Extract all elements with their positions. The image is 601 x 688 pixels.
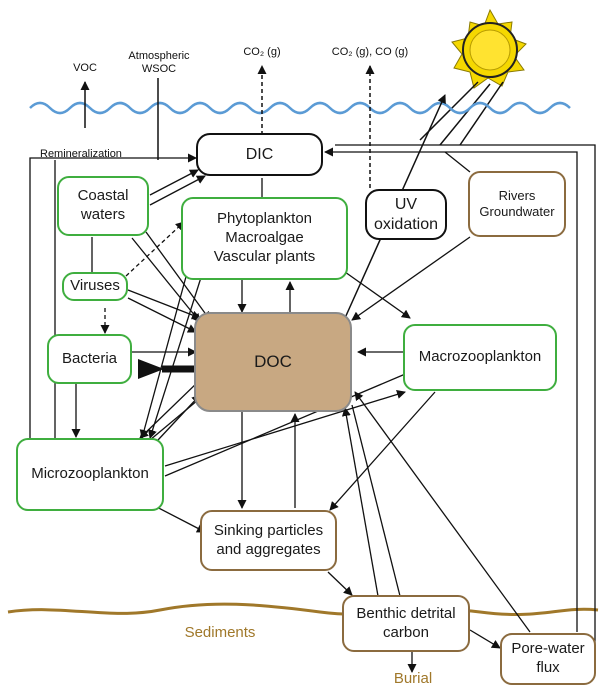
pore-water-flux-box: Pore-water flux [500,633,596,685]
coastal-waters-box: Coastal waters [57,176,149,236]
viruses-label: Viruses [70,277,120,295]
co2-label: CO₂ (g) [243,46,281,58]
bacteria-label: Bacteria [61,349,118,367]
sinking-particles-label: Sinking particles and aggregates [213,521,324,558]
atmospheric-wsoc-label: Atmospheric WSOC [128,50,190,76]
uv-oxidation-box: UV oxidation [365,189,447,240]
remineralization-label: Remineralization [40,148,122,160]
pore-water-flux-label: Pore-water flux [511,640,585,676]
macrozooplankton-label: Macrozooplankton [418,348,542,366]
primary-producers-label: Phytoplankton Macroalgae Vascular plants [213,210,316,265]
voc-label: VOC [73,62,97,74]
microzooplankton-box: Microzooplankton [16,438,164,511]
bacteria-box: Bacteria [47,334,132,384]
benthic-detrital-carbon-box: Benthic detrital carbon [342,595,470,652]
dic-box: DIC [196,133,323,176]
doc-box: DOC [194,312,352,412]
primary-producers-box: Phytoplankton Macroalgae Vascular plants [181,197,348,280]
coastal-waters-label: Coastal waters [77,187,129,223]
uv-oxidation-label: UV oxidation [373,195,439,233]
sediments-label: Sediments [184,624,256,641]
viruses-box: Viruses [62,272,128,301]
dic-label: DIC [245,145,274,163]
co2-co-label: CO₂ (g), CO (g) [331,46,409,58]
benthic-detrital-carbon-label: Benthic detrital carbon [356,604,456,641]
flow-arrows [29,144,596,673]
sun-icon [451,8,527,89]
burial-label: Burial [393,670,433,687]
microzooplankton-label: Microzooplankton [31,465,149,483]
rivers-groundwater-box: Rivers Groundwater [468,171,566,237]
sinking-particles-box: Sinking particles and aggregates [200,510,337,571]
macrozooplankton-box: Macrozooplankton [403,324,557,391]
rivers-groundwater-label: Rivers Groundwater [479,187,555,219]
water-surface-wave [29,101,571,115]
doc-label: DOC [254,352,292,372]
sediment-line [7,602,599,616]
